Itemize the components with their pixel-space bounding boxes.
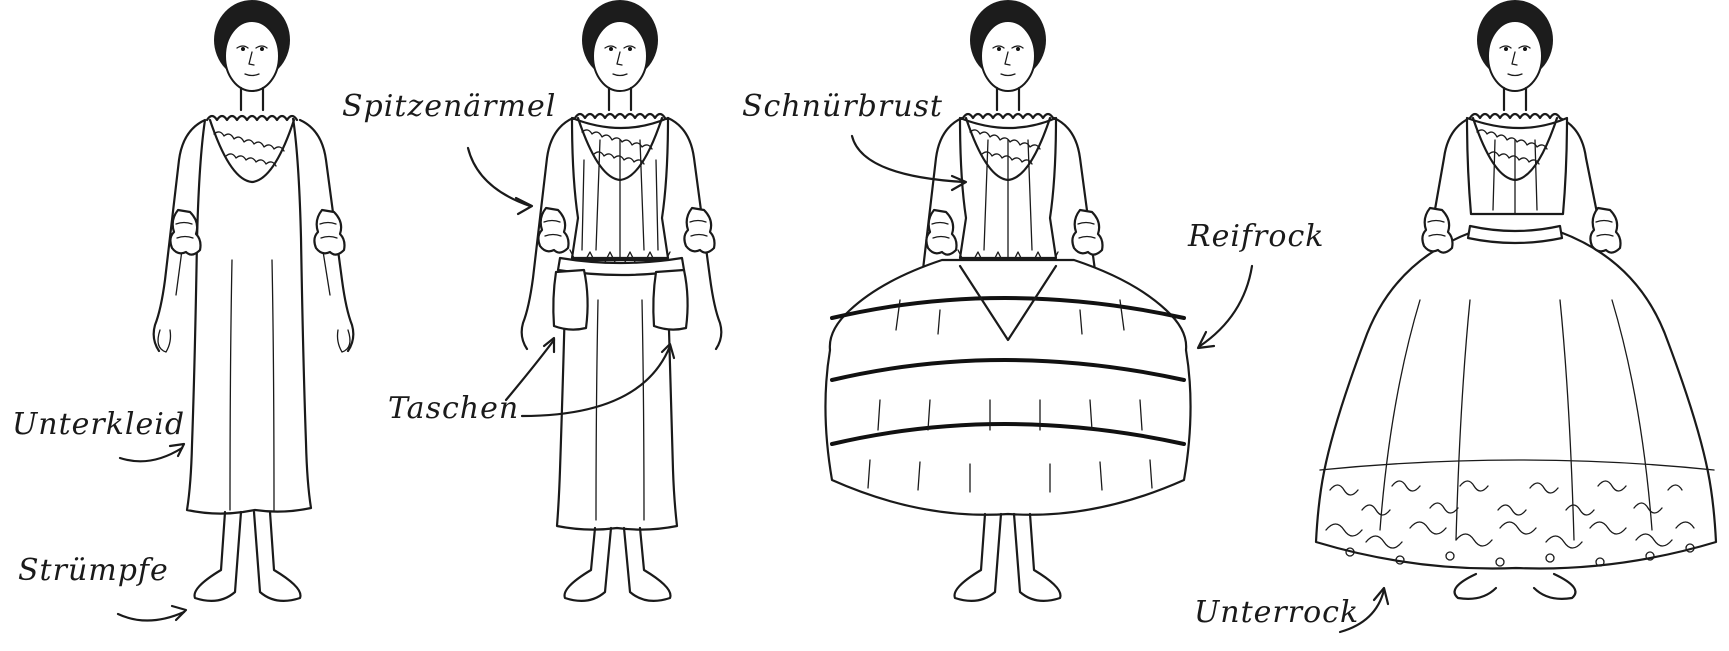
label-unterkleid: Unterkleid (12, 407, 185, 442)
label-group-struempfe: Strümpfe (18, 553, 186, 621)
label-group-unterkleid: Unterkleid (12, 407, 185, 461)
arrow-unterkleid (120, 448, 182, 461)
label-group-spitzenaermel: Spitzenärmel (342, 89, 556, 214)
arrow-spitzenaermel (468, 148, 530, 206)
arrowhead-reifrock (1198, 332, 1214, 348)
label-spitzenaermel: Spitzenärmel (342, 89, 556, 124)
label-group-unterrock: Unterrock (1194, 588, 1388, 632)
label-unterrock: Unterrock (1194, 595, 1359, 630)
arrow-struempfe (118, 612, 184, 621)
arrow-taschen-left (506, 340, 554, 400)
arrow-reifrock (1200, 266, 1252, 346)
figure-petticoat (1316, 0, 1716, 599)
label-group-reifrock: Reifrock (1187, 219, 1324, 348)
label-reifrock: Reifrock (1187, 219, 1324, 254)
arrow-schnuerbrust (852, 136, 964, 182)
label-group-schnuerbrust: Schnürbrust (742, 89, 966, 190)
arrowhead-spitzenaermel (516, 198, 532, 214)
label-schnuerbrust: Schnürbrust (742, 89, 943, 124)
label-taschen: Taschen (388, 391, 519, 426)
figure-underdress (154, 0, 354, 601)
label-struempfe: Strümpfe (18, 553, 169, 588)
